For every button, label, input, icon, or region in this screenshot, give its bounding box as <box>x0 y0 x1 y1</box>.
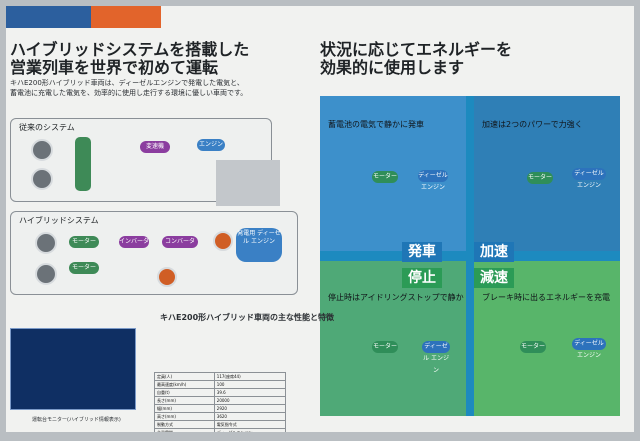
wheel-bottom <box>31 168 53 190</box>
spec-row: 高さ(mm)3620 <box>154 412 287 421</box>
header-strip <box>6 6 161 28</box>
right-title-line-1: 状況に応じてエネルギーを <box>320 40 513 59</box>
spec-row: 定員(人)117(座席44) <box>154 372 287 381</box>
spec-row: 自重(t)39.6 <box>154 388 287 397</box>
spec-value: 20000 <box>213 396 287 405</box>
description-line-1: キハE200形ハイブリッド車両は、ディーゼルエンジンで発電した電気と、 <box>10 79 244 87</box>
hybrid-wheel-top <box>35 232 57 254</box>
conventional-system-label: 従来のシステム <box>19 123 75 132</box>
spec-label: 主発電機 <box>154 428 215 432</box>
energy-flow-board: 発車 加速 停止 減速 蓄電池の電気で静かに発車 加速は2つのパワーで力強く 停… <box>320 96 620 416</box>
spec-label: 最高速度(km/h) <box>154 380 215 389</box>
spec-label: 定員(人) <box>154 372 215 381</box>
bottom-title: キハE200形ハイブリッド車両の主な性能と特徴 <box>160 313 335 322</box>
spec-label: 高さ(mm) <box>154 412 215 421</box>
tile-deceleration: 減速 <box>474 268 514 288</box>
tile-stop: 停止 <box>402 268 442 288</box>
tile-departure: 発車 <box>402 242 442 262</box>
spec-label: 長さ(mm) <box>154 396 215 405</box>
spec-value: 100 <box>213 380 287 389</box>
monitor-caption: 運転台モニター(ハイブリッド情報表示) <box>32 417 121 423</box>
generator-node <box>213 231 233 251</box>
spec-value: 電気指令式 <box>213 420 287 429</box>
moter-top: モーター <box>69 236 99 248</box>
spec-row: 主発電機ディーゼルエンジン <box>154 428 287 432</box>
spec-label: 制動方式 <box>154 420 215 429</box>
engine-box: エンジン <box>197 139 225 151</box>
deceleration-caption: ブレーキ時に出るエネルギーを充電 <box>482 293 610 302</box>
tile-acceleration: 加速 <box>474 242 514 262</box>
stop-moter: モーター <box>372 341 398 353</box>
battery-node <box>157 267 177 287</box>
title-line-1: ハイブリッドシステムを搭載した <box>10 40 250 59</box>
spec-value: ディーゼルエンジン <box>213 428 287 432</box>
spec-value: 39.6 <box>213 388 287 397</box>
title-line-2: 営業列車を世界で初めて運転 <box>10 58 219 77</box>
poster: ハイブリッドシステムを搭載した 営業列車を世界で初めて運転 キハE200形ハイブ… <box>6 6 634 432</box>
train-photo-area <box>216 160 280 206</box>
spec-row: 最高速度(km/h)100 <box>154 380 287 389</box>
moter-bottom: モーター <box>69 262 99 274</box>
spec-row: 制動方式電気指令式 <box>154 420 287 429</box>
acceleration-caption: 加速は2つのパワーで力強く <box>482 120 583 129</box>
hybrid-system-panel: ハイブリッドシステム モーター モーター インバータ コンバータ 発電用 ディー… <box>10 211 298 295</box>
spec-row: 幅(mm)2920 <box>154 404 287 413</box>
description-line-2: 蓄電池に充電した電気を、効率的に使用し走行する環境に優しい車両です。 <box>10 89 248 97</box>
quadrant-stop <box>320 261 466 416</box>
spec-value: 3620 <box>213 412 287 421</box>
departure-moter: モーター <box>372 171 398 183</box>
wheel-top <box>31 139 53 161</box>
converter-box: コンバータ <box>162 236 198 248</box>
inverter-box: インバータ <box>119 236 149 248</box>
right-title-line-2: 効果的に使用します <box>320 58 465 77</box>
spec-row: 長さ(mm)20000 <box>154 396 287 405</box>
deceleration-engine: ディーゼル エンジン <box>572 338 606 359</box>
spec-value: 2920 <box>213 404 287 413</box>
hybrid-wheel-bottom <box>35 263 57 285</box>
transmission-box: 変速機 <box>140 141 170 153</box>
deceleration-moter: モーター <box>520 341 546 353</box>
spec-label: 自重(t) <box>154 388 215 397</box>
spec-label: 幅(mm) <box>154 404 215 413</box>
generator-engine-box: 発電用 ディーゼル エンジン <box>236 228 282 262</box>
hybrid-system-label: ハイブリッドシステム <box>19 216 99 225</box>
stop-engine: ディーゼル エンジン <box>422 341 450 374</box>
acceleration-engine: ディーゼル エンジン <box>572 168 606 189</box>
departure-caption: 蓄電池の電気で静かに発車 <box>328 120 424 129</box>
transmission-bar <box>75 137 91 191</box>
generator-engine-label: 発電用 ディーゼル エンジン <box>237 230 281 245</box>
acceleration-moter: モーター <box>527 172 553 184</box>
departure-engine: ディーゼル エンジン <box>418 170 448 191</box>
stop-caption: 停止時はアイドリングストップで静か <box>328 293 464 302</box>
operator-monitor <box>10 328 136 410</box>
spec-value: 117(座席44) <box>213 372 287 381</box>
